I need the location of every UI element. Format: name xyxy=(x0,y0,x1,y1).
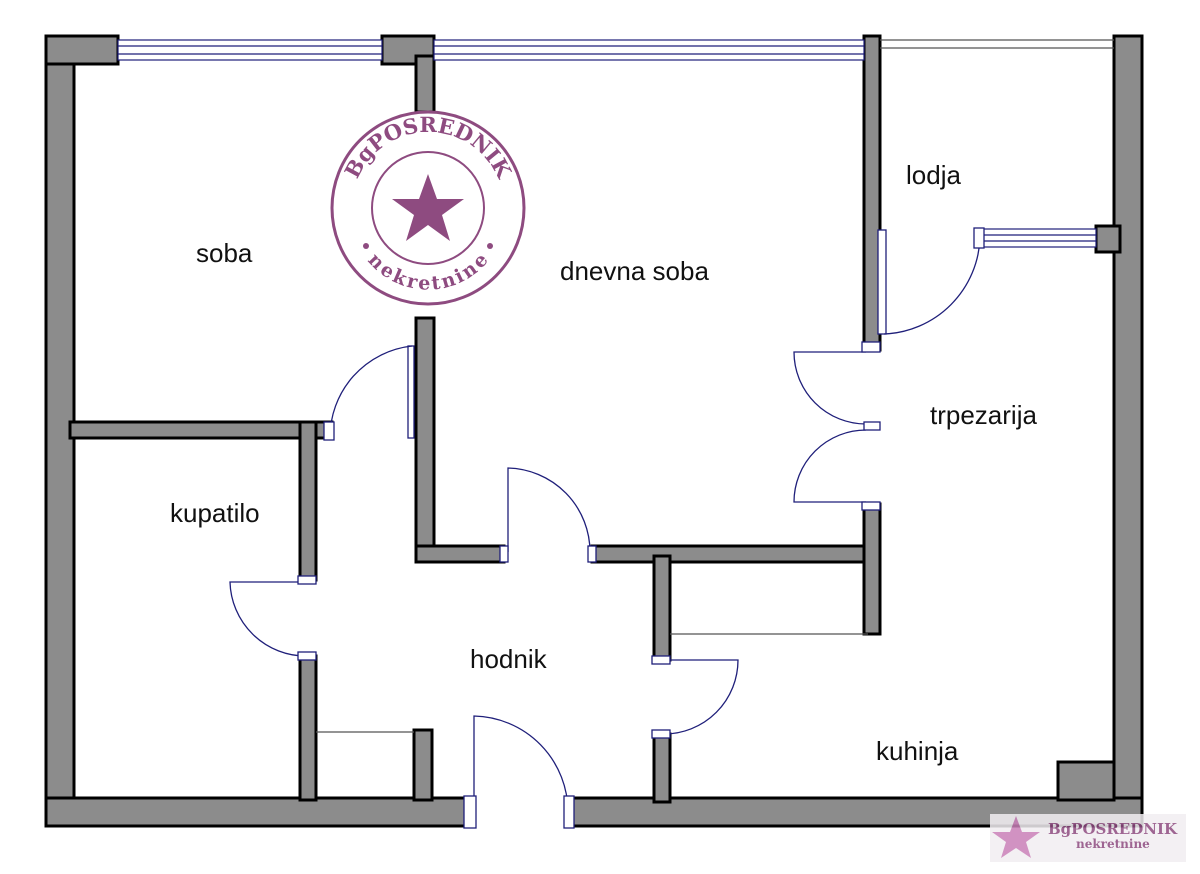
door-dnevna-soba xyxy=(499,467,597,563)
wall-soba-kupatilo xyxy=(68,420,334,440)
wall-soba-dnevna-upper xyxy=(414,54,436,114)
wall-dnevna-bottom-right xyxy=(590,544,882,564)
window-soba xyxy=(117,39,383,61)
wall-kupatilo-upper xyxy=(298,420,318,582)
door-soba xyxy=(323,345,415,441)
star-icon xyxy=(392,174,464,241)
windows xyxy=(117,39,1114,248)
door-double-trpezarija xyxy=(793,341,881,511)
room-label-kupatilo: kupatilo xyxy=(170,498,260,528)
watermark-sub: nekretnine xyxy=(1076,837,1150,851)
room-label-lodja: lodja xyxy=(906,160,961,190)
door-entrance xyxy=(463,715,575,829)
watermark-brand: BgPOSREDNIK xyxy=(1048,820,1178,838)
wall-kupatilo-lower xyxy=(298,654,318,802)
room-label-kuhinja: kuhinja xyxy=(876,736,959,766)
stamp-logo: BgPOSREDNIK nekretnine xyxy=(330,110,526,306)
room-labels: soba dnevna soba lodja trpezarija kupati… xyxy=(170,160,1037,766)
door-kuhinja xyxy=(651,655,739,739)
watermark-star-icon xyxy=(992,816,1040,858)
wall-closet-stub xyxy=(412,728,434,802)
window-lodja-kitchen xyxy=(979,228,1097,248)
watermark-logo: BgPOSREDNIK nekretnine xyxy=(990,814,1186,862)
room-label-soba: soba xyxy=(196,238,253,268)
stamp-inner-ring xyxy=(371,151,485,265)
stamp-dot-left xyxy=(363,243,369,249)
wall-trpezarija-stub xyxy=(862,502,882,636)
wall-right xyxy=(1112,34,1144,828)
door-lodja xyxy=(877,227,985,335)
wall-soba-dnevna-lower xyxy=(414,316,436,564)
wall-top-left-corner xyxy=(44,34,120,66)
wall-kuhinja-left-lower xyxy=(652,732,672,804)
stamp-dot-right xyxy=(487,243,493,249)
window-dnevna-soba xyxy=(433,39,865,61)
wall-kuhinja-corner-block xyxy=(1056,760,1116,802)
wall-bottom-left xyxy=(44,796,472,828)
door-kupatilo xyxy=(229,575,317,661)
room-label-hodnik: hodnik xyxy=(470,644,548,674)
room-label-dnevna-soba: dnevna soba xyxy=(560,256,709,286)
wall-dnevna-bottom-left xyxy=(414,544,506,564)
room-label-trpezarija: trpezarija xyxy=(930,400,1037,430)
doors xyxy=(229,227,985,829)
wall-kuhinja-left-upper xyxy=(652,554,672,662)
wall-lodja-pier xyxy=(1094,224,1122,254)
